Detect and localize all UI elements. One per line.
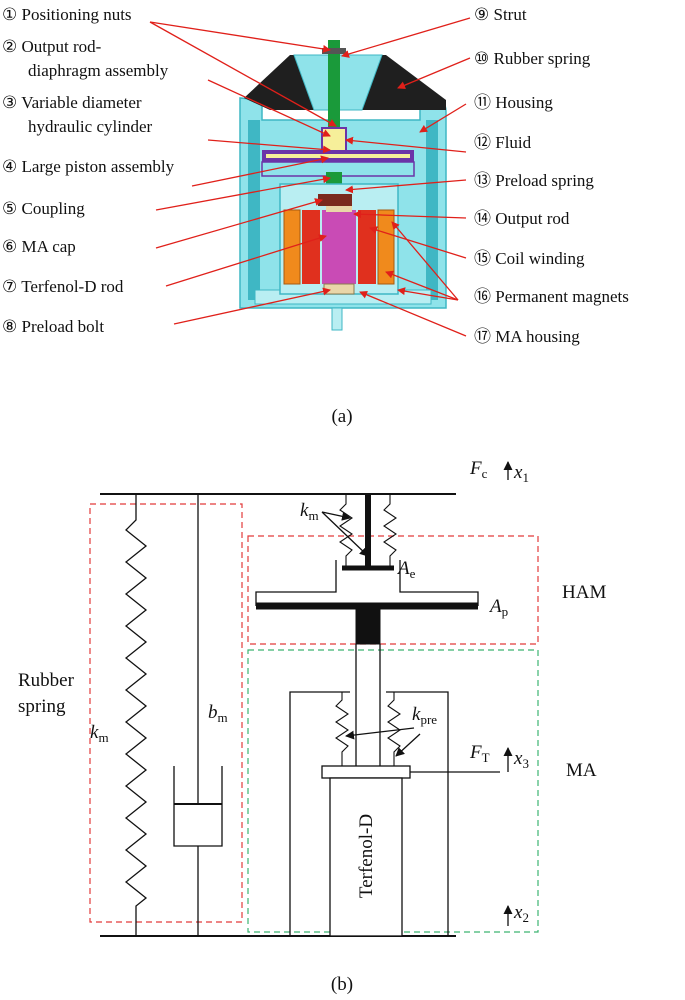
- label-ma-housing: ⑰ MA housing: [474, 327, 580, 346]
- ham-box: [247, 535, 539, 645]
- output-rod-cap: [326, 206, 352, 212]
- coil-left: [302, 210, 320, 284]
- label-ae: Ae: [396, 558, 416, 581]
- coupling-block: [355, 609, 381, 645]
- label-ham: HAM: [562, 582, 606, 603]
- label-variable-diameter-2: hydraulic cylinder: [28, 117, 152, 136]
- small-cylinder: [255, 560, 337, 606]
- label-bm: bm: [208, 702, 228, 725]
- kpre-pointer-left: [345, 727, 415, 740]
- piston-fluid-gap: [266, 154, 410, 158]
- ma-housing-outline: [289, 691, 350, 936]
- km-spring-rubber: [124, 494, 148, 936]
- right-labels: ⑨ Strut ⑩ Rubber spring ⑪ Housing ⑫ Flui…: [474, 5, 629, 346]
- label-output-rod: ⑭ Output rod: [474, 209, 570, 228]
- label-output-rod-diaphragm: ② Output rod-: [2, 37, 102, 56]
- label-km-top: km: [300, 500, 319, 523]
- label-ap: Ap: [488, 596, 508, 619]
- device-cross-section: [239, 40, 447, 331]
- caption-a: (a): [331, 406, 352, 427]
- rubber-spring-box: [89, 503, 243, 923]
- label-fc: Fc: [469, 458, 488, 481]
- small-cylinder-right: [399, 560, 479, 606]
- preload-bolt: [323, 283, 355, 295]
- label-ma: MA: [566, 760, 597, 781]
- label-coupling: ⑤ Coupling: [2, 199, 85, 218]
- output-rod-green: [328, 40, 340, 130]
- label-strut: ⑨ Strut: [474, 5, 527, 24]
- positioning-nut-top: [322, 48, 346, 54]
- preload-plate: [321, 765, 411, 779]
- mechanical-model: [89, 493, 539, 937]
- label-ft: FT: [469, 742, 490, 765]
- label-km-rubber: km: [90, 722, 109, 745]
- km-pointer-2: [321, 511, 369, 557]
- label-x1: x1: [513, 462, 529, 485]
- label-preload-spring: ⑬ Preload spring: [474, 171, 594, 190]
- label-coil-winding: ⑮ Coil winding: [474, 249, 585, 268]
- left-labels: ① Positioning nuts ② Output rod- diaphra…: [2, 5, 175, 336]
- label-positioning-nuts: ① Positioning nuts: [2, 5, 132, 24]
- bottom-stud: [331, 307, 343, 331]
- ma-cap: [318, 194, 352, 206]
- km-pointer: [321, 511, 351, 521]
- label-rubber: Rubber: [18, 670, 75, 691]
- label-x3: x3: [513, 748, 529, 771]
- housing-wall-right: [426, 120, 438, 300]
- label-permanent-magnets: ⑯ Permanent magnets: [474, 287, 629, 306]
- kpre-spring-right: [387, 692, 401, 766]
- kpre-pointer-right: [395, 733, 421, 757]
- label-terfenol-d: Terfenol-D: [356, 814, 377, 898]
- coil-right: [358, 210, 376, 284]
- km-spring-small-right: [383, 494, 397, 568]
- label-output-rod-diaphragm-2: diaphragm assembly: [28, 61, 169, 80]
- caption-b: (b): [331, 974, 353, 995]
- terfenol-rod: [322, 210, 356, 284]
- label-large-piston: ④ Large piston assembly: [2, 157, 175, 176]
- model-labels: Fc x1 km Ae Ap HAM Rubber spring km bm k…: [18, 458, 606, 925]
- label-preload-bolt: ⑧ Preload bolt: [2, 317, 104, 336]
- label-kpre: kpre: [412, 704, 437, 727]
- force-arrows: [321, 461, 513, 926]
- label-x2: x2: [513, 902, 529, 925]
- label-variable-diameter: ③ Variable diameter: [2, 93, 142, 112]
- kpre-spring-left: [335, 692, 349, 766]
- magnet-right: [377, 209, 395, 285]
- housing-wall-left: [248, 120, 260, 300]
- km-spring-small-left: [339, 494, 353, 568]
- ma-housing-outline-r: [386, 691, 449, 936]
- rubber-spring: [244, 55, 314, 110]
- terfenol-block: [329, 777, 403, 937]
- hydraulic-cylinder: [321, 127, 347, 153]
- label-ma-cap: ⑥ MA cap: [2, 237, 76, 256]
- ma-box: [247, 649, 539, 933]
- label-rubber-spring: ⑩ Rubber spring: [474, 49, 591, 68]
- label-housing: ⑪ Housing: [474, 93, 553, 112]
- label-terfenol-rod: ⑦ Terfenol-D rod: [2, 277, 124, 296]
- label-fluid: ⑫ Fluid: [474, 133, 532, 152]
- label-spring: spring: [18, 696, 66, 717]
- leader-lines: [149, 17, 471, 337]
